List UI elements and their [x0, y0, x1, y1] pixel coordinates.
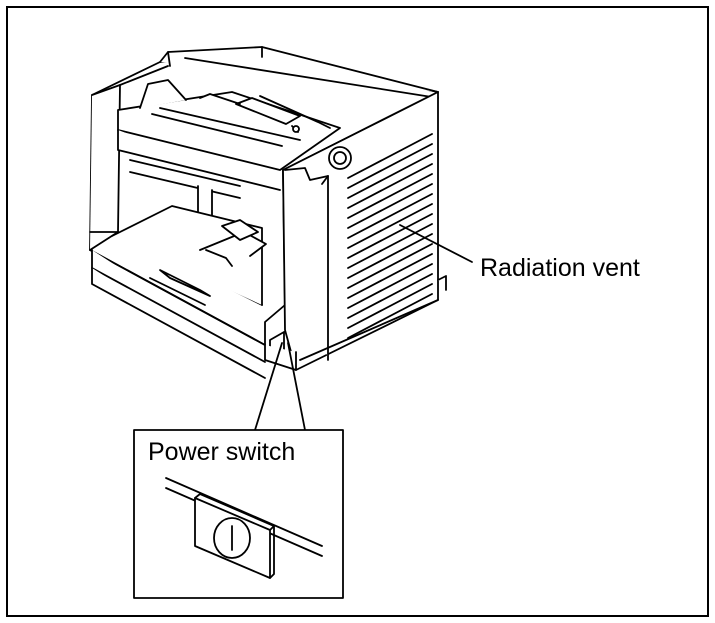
switch-leader-right	[287, 342, 306, 431]
power-switch-callout	[133, 429, 344, 599]
power-switch-label: Power switch	[148, 438, 296, 466]
radiation-vent-label: Radiation vent	[480, 254, 640, 282]
radiation-vent	[347, 133, 433, 339]
vent-leader-line	[399, 224, 473, 263]
switch-leader-left	[254, 342, 283, 431]
power-switch-detail	[165, 477, 323, 579]
paper-cassette	[91, 205, 267, 379]
output-tray	[117, 79, 341, 221]
